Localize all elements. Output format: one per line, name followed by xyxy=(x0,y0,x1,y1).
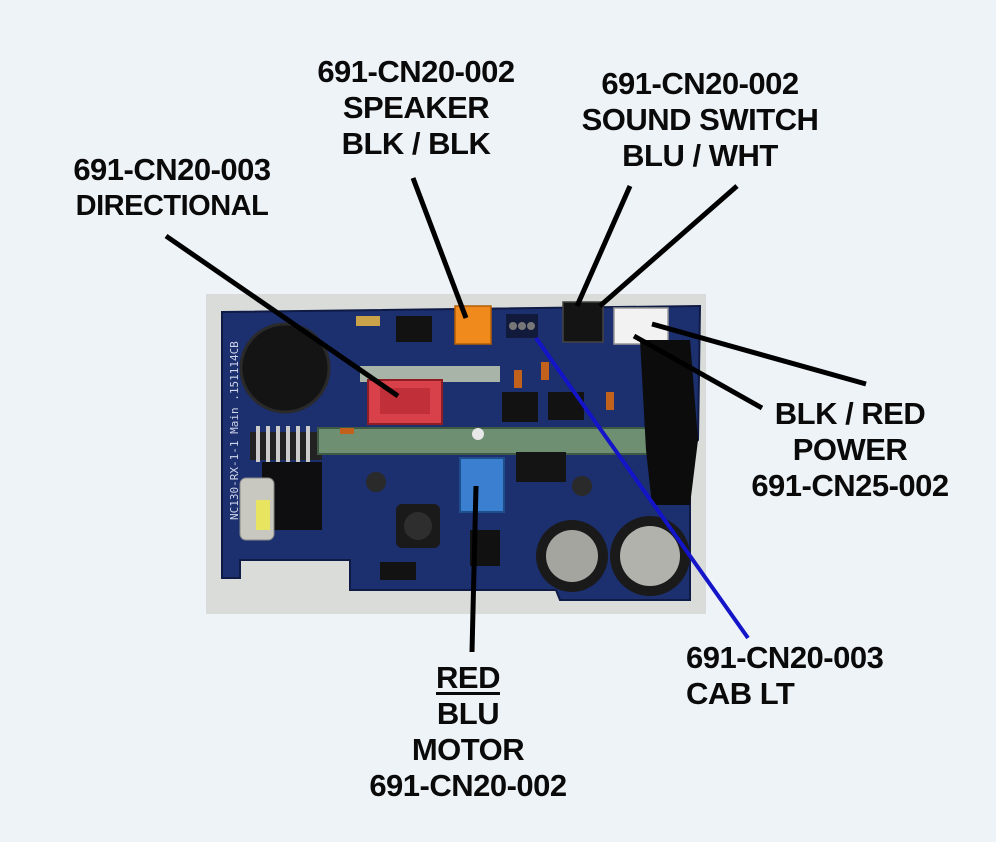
power-block xyxy=(640,340,698,505)
power-wires: BLK / RED xyxy=(774,396,926,431)
motor-wire-blu: BLU xyxy=(436,696,500,731)
buzzer xyxy=(241,324,329,412)
directional-part-number: 691-CN20-003 xyxy=(73,152,271,187)
label-motor: RED BLU MOTOR 691-CN20-002 xyxy=(336,660,600,804)
directional-name: DIRECTIONAL xyxy=(75,190,269,222)
speaker-connector xyxy=(454,305,492,345)
motor-wire-red: RED xyxy=(436,660,500,695)
pin-header xyxy=(250,426,322,462)
motor-name: MOTOR xyxy=(411,732,525,767)
board-silk-text: NC130-RX-1-1 Main .151114CB xyxy=(228,341,241,520)
sound-switch-connector xyxy=(562,301,604,343)
label-speaker: 691-CN20-002 SPEAKER BLK / BLK xyxy=(298,54,534,162)
leader-directional xyxy=(164,233,400,399)
leader-power-b xyxy=(651,321,867,387)
power-name: POWER xyxy=(792,432,908,467)
motor-part-number: 691-CN20-002 xyxy=(369,768,567,803)
sound-switch-wires: BLU / WHT xyxy=(622,138,778,173)
label-cab-lt: 691-CN20-003 CAB LT xyxy=(686,640,884,712)
label-directional: 691-CN20-003 DIRECTIONAL xyxy=(52,152,292,224)
leader-power-a xyxy=(632,333,764,411)
leader-sound-switch-a xyxy=(574,184,633,308)
sound-switch-name: SOUND SWITCH xyxy=(581,102,819,137)
label-power: BLK / RED POWER 691-CN25-002 xyxy=(730,396,970,504)
cab-lt-name: CAB LT xyxy=(686,676,795,711)
motor-connector xyxy=(459,457,505,513)
sound-switch-part-number: 691-CN20-002 xyxy=(601,66,799,101)
leader-sound-switch-b xyxy=(598,184,739,308)
leader-speaker xyxy=(410,177,469,319)
leader-cab-lt xyxy=(534,336,750,640)
label-sound-switch: 691-CN20-002 SOUND SWITCH BLU / WHT xyxy=(560,66,840,174)
speaker-part-number: 691-CN20-002 xyxy=(317,54,515,89)
speaker-name: SPEAKER xyxy=(342,90,490,125)
cab-lt-part-number: 691-CN20-003 xyxy=(686,640,884,675)
power-part-number: 691-CN25-002 xyxy=(751,468,949,503)
leader-motor xyxy=(469,485,479,653)
speaker-wires: BLK / BLK xyxy=(341,126,491,161)
